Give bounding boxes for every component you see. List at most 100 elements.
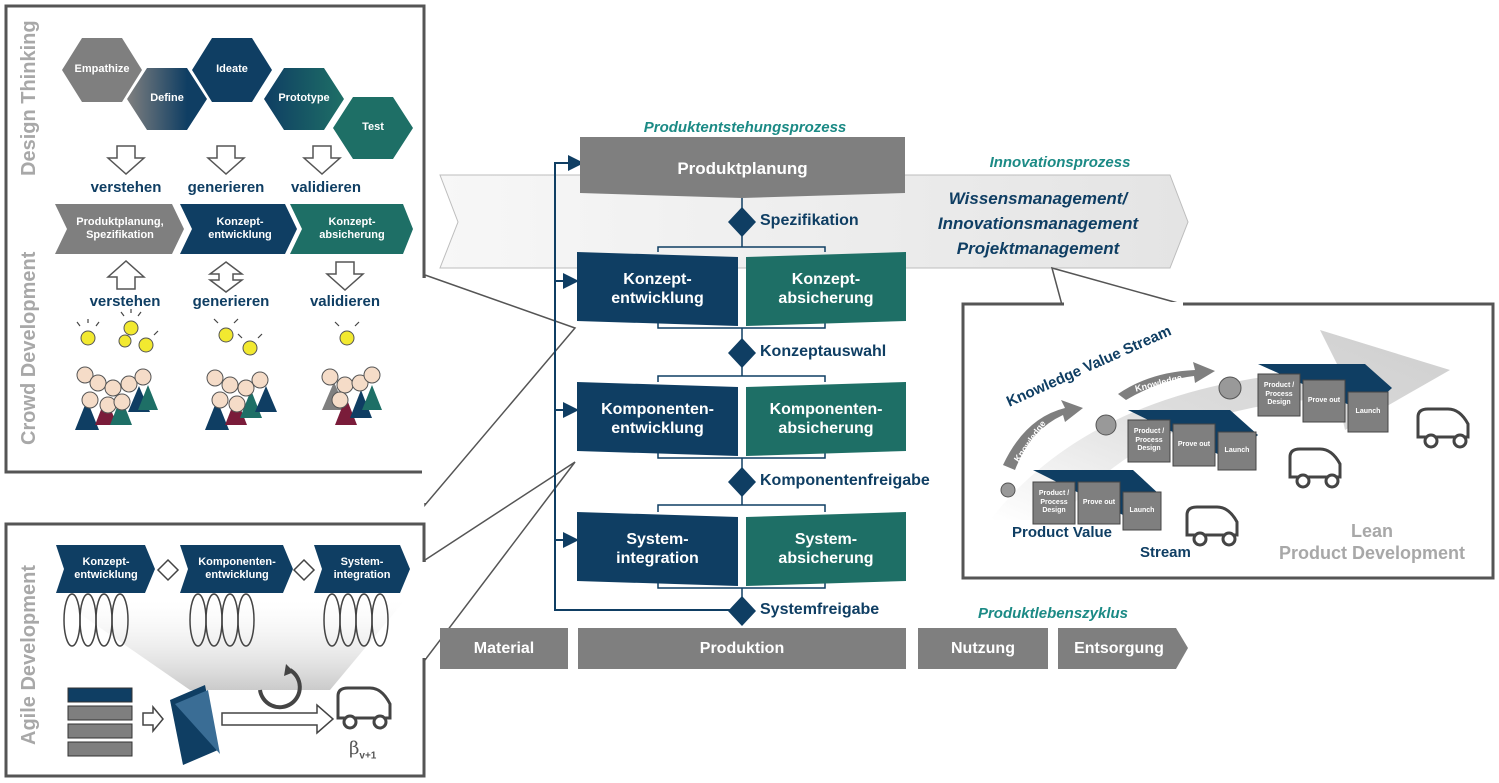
lifecycle-nutzung-box xyxy=(918,628,1048,669)
product-value-stream-2 xyxy=(1127,410,1258,471)
lifecycle-entsorgung-box xyxy=(1058,628,1188,669)
lifecycle-material-box xyxy=(440,628,568,669)
agile-diamond-2 xyxy=(292,558,316,582)
crowd-people-3 xyxy=(321,366,382,425)
car-icon-agile xyxy=(336,686,392,730)
product-value-stream-label-1: Product Value xyxy=(1012,524,1113,541)
pep-title: Produktentstehungsprozess xyxy=(643,119,847,136)
sprint-doc-icon xyxy=(170,685,220,765)
arrow-down-crowd xyxy=(325,261,365,292)
systemabsicherung-box xyxy=(746,512,906,586)
lean-title: Lean Product Development xyxy=(1262,520,1482,564)
beta-version-label: βv+1 xyxy=(349,738,376,762)
komponentenentwicklung-label: Komponenten- entwicklung xyxy=(601,400,714,437)
agile-small-arrow xyxy=(142,704,164,734)
lifecycle-nutzung-label: Nutzung xyxy=(951,639,1015,657)
feedback-loop xyxy=(554,155,740,611)
dt-label-validieren: validieren xyxy=(290,179,362,196)
konzeptentwicklung-box xyxy=(577,252,738,326)
beta-subscript: v+1 xyxy=(359,750,377,762)
stream3-prove-label: Prove out xyxy=(1307,396,1341,404)
komponentenabsicherung-label: Komponenten- absicherung xyxy=(769,400,883,437)
gate-diamond-systemfreigabe xyxy=(728,596,756,626)
systemabsicherung-label: System- absicherung xyxy=(778,530,874,567)
dt-label-verstehen: verstehen xyxy=(90,179,162,196)
gate-label-komponentenfreigabe: Komponentenfreigabe xyxy=(760,472,930,489)
gate-diamond-konzeptauswahl xyxy=(728,338,756,368)
stream1-launch-label: Launch xyxy=(1129,506,1155,514)
stream1-prove-label: Prove out xyxy=(1082,498,1116,506)
crowd-label-validieren: validieren xyxy=(309,293,381,310)
product-value-stream-1 xyxy=(1032,470,1162,531)
crowd-chevron-1-label: Produktplanung, Spezifikation xyxy=(76,215,164,241)
hex-define xyxy=(127,68,207,130)
hex-ideate xyxy=(192,38,272,102)
crowd-people-1 xyxy=(75,366,158,430)
crowd-label-generieren: generieren xyxy=(192,293,270,310)
stream2-launch-label: Launch xyxy=(1224,446,1250,454)
stream3-launch-label: Launch xyxy=(1355,407,1381,415)
konzeptabsicherung-label: Konzept- absicherung xyxy=(778,270,874,307)
innovation-band-line-2: Innovationsmanagement xyxy=(937,214,1139,233)
lean-callout-pointer xyxy=(1050,266,1186,306)
komponentenentwicklung-box xyxy=(577,382,738,456)
arrow-down-3 xyxy=(302,145,342,176)
stream2-design-label: Product / Process Design xyxy=(1133,428,1165,453)
crowd-development-side-label: Crowd Development xyxy=(18,251,40,445)
hex-empathize xyxy=(62,38,142,102)
innovation-title: Innovationsprozess xyxy=(989,154,1131,171)
crowd-people-2 xyxy=(205,369,277,430)
lean-title-line-1: Lean xyxy=(1350,521,1393,541)
innovation-band-line-3: Projektmanagement xyxy=(956,239,1120,258)
produktplanung-label: Produktplanung xyxy=(677,158,808,178)
lifecycle-produktion-label: Produktion xyxy=(699,639,785,657)
innovation-band-line-1: Wissensmanagement/ xyxy=(948,189,1128,208)
agile-diamond-1 xyxy=(156,558,180,582)
hex-define-label: Define xyxy=(150,92,184,105)
lifecycle-title: Produktlebenszyklus xyxy=(977,605,1129,622)
backlog-stack-icon xyxy=(67,687,133,757)
gate-diamond-komponentenfreigabe xyxy=(728,467,756,497)
crowd-chevron-3-label: Konzept- absicherung xyxy=(319,215,385,241)
lifecycle-entsorgung-label: Entsorgung xyxy=(1074,639,1164,657)
arrow-up-crowd xyxy=(106,259,146,290)
car-icons-lean xyxy=(1185,407,1470,547)
crowd-chevron-2-label: Konzept- entwicklung xyxy=(208,215,272,241)
product-value-stream-3 xyxy=(1257,364,1392,433)
agile-chevron-2-label: Komponenten- entwicklung xyxy=(198,555,276,581)
cycle-icon xyxy=(258,668,302,710)
knowledge-arrow-2 xyxy=(1118,362,1215,400)
callout-connector-left xyxy=(424,273,577,508)
systemintegration-box xyxy=(577,512,738,586)
stream1-design-label: Product / Process Design xyxy=(1038,490,1070,515)
produktplanung-box xyxy=(580,137,905,198)
hex-prototype-label: Prototype xyxy=(278,92,330,105)
gate-diamond-spezifikation xyxy=(728,207,756,237)
knowledge-spheres xyxy=(1000,376,1242,498)
agile-chevron-3 xyxy=(314,545,410,593)
konzeptentwicklung-label: Konzept- entwicklung xyxy=(611,270,704,307)
arrow-down-2 xyxy=(206,145,246,176)
gate-label-spezifikation: Spezifikation xyxy=(760,212,859,229)
konzeptabsicherung-box xyxy=(746,252,906,326)
agile-chevron-1-label: Konzept- entwicklung xyxy=(74,555,138,581)
agile-iterations xyxy=(63,593,389,647)
idea-bulbs xyxy=(80,320,355,356)
agile-development-side-label: Agile Development xyxy=(18,564,40,745)
crowd-chevron-2 xyxy=(180,204,297,254)
agile-big-arrow xyxy=(221,703,335,735)
systemintegration-label: System- integration xyxy=(616,530,699,567)
lean-title-line-2: Product Development xyxy=(1278,543,1466,563)
lifecycle-material-label: Material xyxy=(473,639,535,657)
beta-symbol: β xyxy=(349,738,360,759)
agile-chevron-1 xyxy=(56,545,155,593)
komponentenabsicherung-box xyxy=(746,382,906,456)
innovation-band xyxy=(439,174,1189,269)
agile-chevron-2 xyxy=(180,545,293,593)
stream2-prove-label: Prove out xyxy=(1177,440,1211,448)
product-value-stream-label-2: Stream xyxy=(1140,544,1191,561)
crowd-label-verstehen: verstehen xyxy=(89,293,161,310)
hex-test-label: Test xyxy=(362,121,384,134)
lifecycle-produktion-box xyxy=(578,628,906,669)
hex-prototype xyxy=(264,68,344,130)
